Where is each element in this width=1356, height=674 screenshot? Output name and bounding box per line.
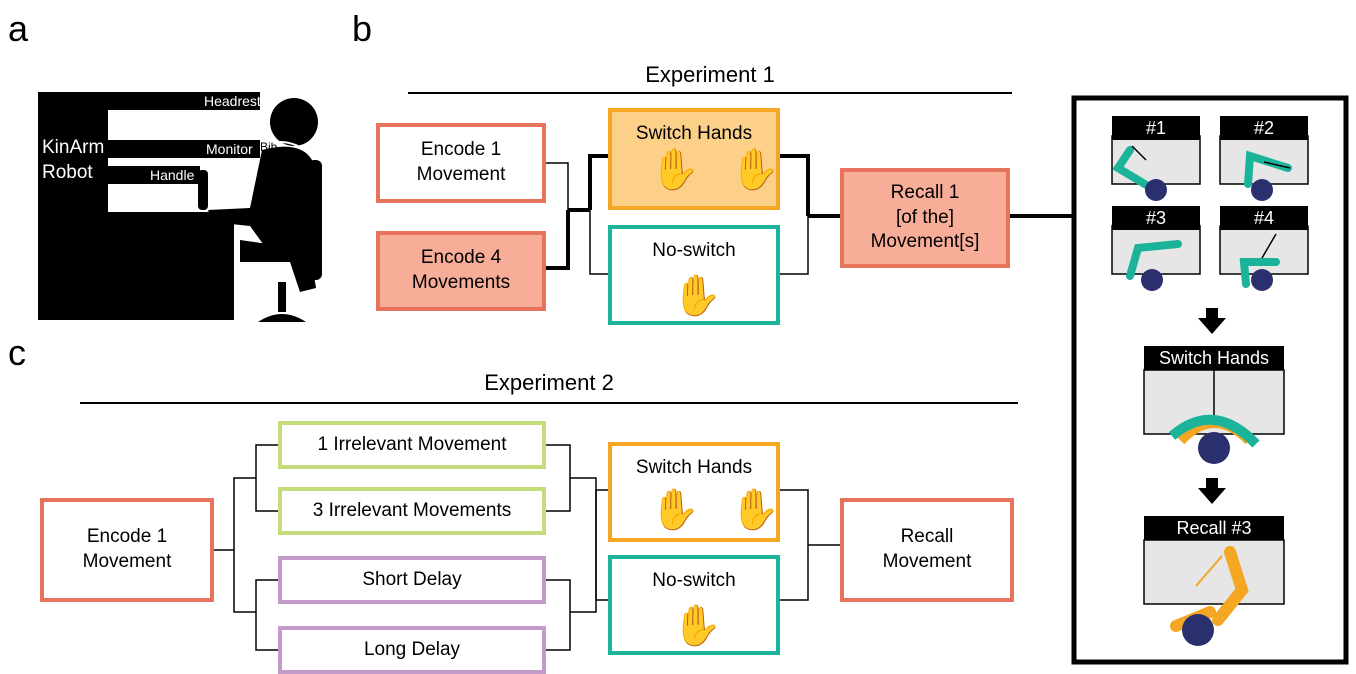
panel-letter-b: b: [352, 8, 373, 49]
switch-hands-box-2: Switch Hands: [608, 442, 780, 542]
handle-label: Handle: [150, 167, 195, 183]
recall-scene: [1143, 539, 1285, 646]
hand-icon: ✋: [672, 274, 722, 318]
scene-1-title: #1: [1112, 116, 1200, 140]
switch-scene-title: Switch Hands: [1144, 346, 1284, 370]
experiment1-title: Experiment 1: [645, 62, 775, 87]
kinarm-illustration: [38, 92, 322, 322]
recall-box-1: Recall 1[of the]Movement[s]: [840, 168, 1010, 268]
scene-4-title: #4: [1220, 206, 1308, 230]
noswitch-box-1: No-switch: [608, 225, 780, 325]
irrelevant-3-box: 3 Irrelevant Movements: [278, 487, 546, 535]
left-hand-icon: ✋: [650, 148, 700, 192]
bib-label: Bib: [260, 140, 278, 154]
monitor-label: Monitor: [206, 141, 253, 157]
panel-letter-c: c: [8, 332, 26, 373]
panel-letter-a: a: [8, 8, 29, 49]
short-delay-box: Short Delay: [278, 556, 546, 604]
switch-scene: [1143, 369, 1285, 464]
scene-2-title: #2: [1220, 116, 1308, 140]
headrest-label: Headrest: [204, 93, 261, 109]
long-delay-box: Long Delay: [278, 626, 546, 674]
left-hand-icon-2: ✋: [650, 488, 700, 532]
noswitch-box-2: No-switch: [608, 555, 780, 655]
switch-hands-box-1: Switch Hands: [608, 108, 780, 210]
right-hand-icon-2: ✋: [730, 488, 780, 532]
experiment2-title: Experiment 2: [484, 370, 614, 395]
recall-scene-title: Recall #3: [1144, 516, 1284, 540]
scene-4: [1219, 225, 1309, 291]
scene-3-title: #3: [1112, 206, 1200, 230]
scene-3: [1111, 225, 1201, 291]
scene-1: [1111, 135, 1201, 201]
irrelevant-1-box: 1 Irrelevant Movement: [278, 421, 546, 469]
scene-2: [1219, 135, 1309, 201]
hand-icon-2: ✋: [672, 604, 722, 648]
right-hand-icon: ✋: [730, 148, 780, 192]
